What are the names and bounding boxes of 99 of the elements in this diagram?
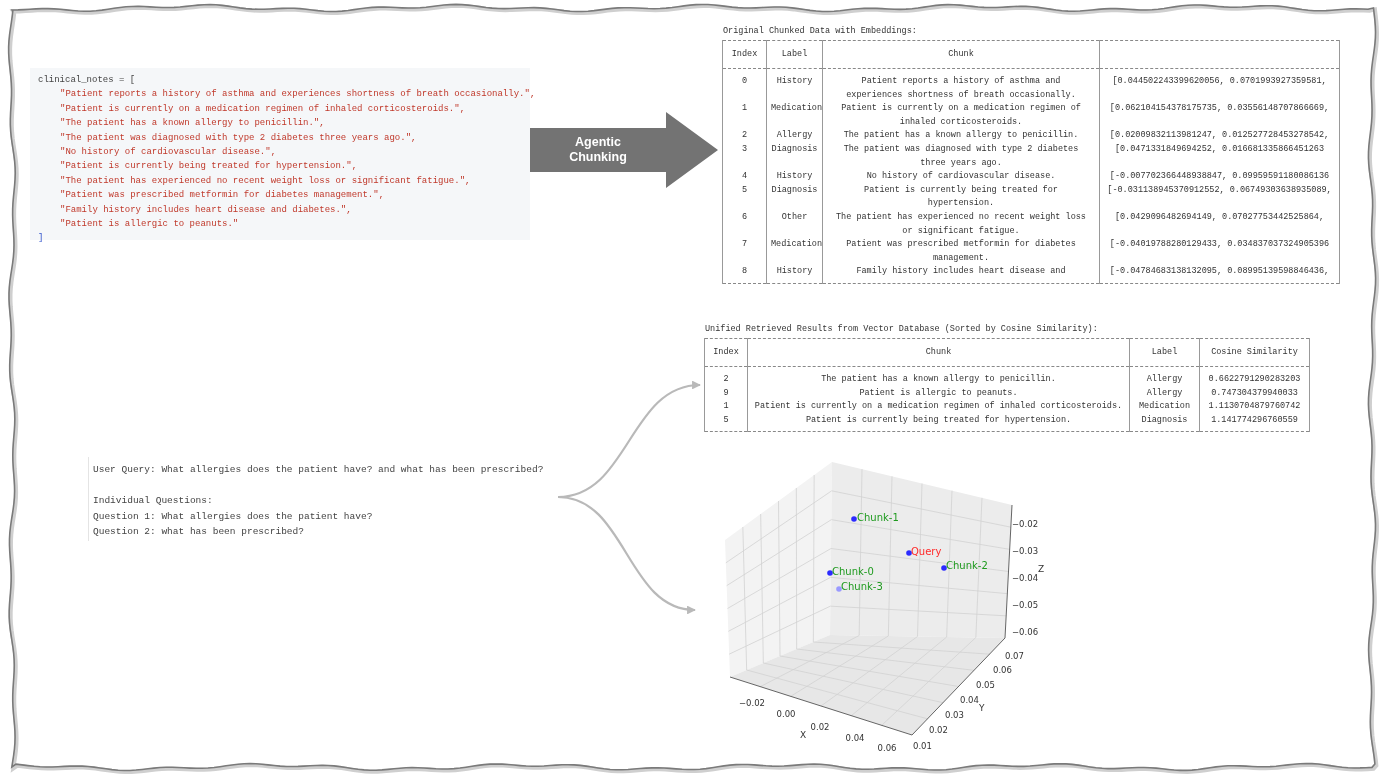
embedding-cell: [0.044502243399620056, 0.0701993927359581, <box>1099 68 1340 103</box>
tick-label: 0.03 <box>945 710 964 720</box>
code-line: ] <box>38 232 44 246</box>
label-cell: Diagnosis <box>1129 413 1200 432</box>
point-label: Query <box>911 545 942 557</box>
header-cell: Cosine Similarity <box>1199 338 1310 367</box>
embedding-cell: [0.0471331849694252, 0.016681335866451263 <box>1099 142 1340 171</box>
label-cell: History <box>766 265 823 284</box>
label-cell: Medication <box>766 102 823 130</box>
embedding-cell: [0.062104154378175735, 0.03556148707866669, <box>1099 102 1340 130</box>
arrow <box>557 495 696 614</box>
embedding-cell: [0.0429096482694149, 0.07027753442525864, <box>1099 210 1340 239</box>
embedding-cell: [-0.04784683138132095, 0.08995139598846436, <box>1099 265 1340 284</box>
label-cell: Diagnosis <box>766 142 823 171</box>
chunk-cell: The patient was diagnosed with type 2 diabetes three years ago. <box>822 142 1100 171</box>
index-cell: 6 <box>722 210 767 239</box>
label-cell: Allergy <box>1129 366 1200 387</box>
header-cell: Chunk <box>747 338 1130 367</box>
index-cell: 5 <box>704 413 748 432</box>
chunk-cell: Patient is currently on a medication regimen of inhaled corticosteroids. <box>822 102 1100 130</box>
code-line: "Patient is allergic to peanuts." <box>59 218 239 232</box>
tick-label: 0.00 <box>776 709 796 719</box>
code-line: "Patient was prescribed metformin for diabetes management.", <box>59 189 385 203</box>
chunk-cell: Patient is allergic to peanuts. <box>747 386 1130 401</box>
label-cell: Allergy <box>1129 386 1200 401</box>
block-arrow <box>530 112 718 188</box>
chunk-cell: Patient is currently on a medication regimen of inhaled corticosteroids. <box>747 400 1130 414</box>
query-text: User Query: What allergies does the patient have? and what has been prescribed? <box>93 463 544 477</box>
tick-label: 0.02 <box>810 722 830 732</box>
tick-label: 0.06 <box>877 743 897 753</box>
section-heading: Individual Questions: <box>93 494 213 508</box>
header-cell: Label <box>1129 338 1200 367</box>
label-cell: History <box>766 170 823 184</box>
code-line: "Patient is currently on a medication regimen of inhaled corticosteroids.", <box>59 102 466 116</box>
label-cell: Medication <box>766 238 823 266</box>
code-line: "The patient has a known allergy to penicillin.", <box>59 117 325 131</box>
code-line: "Family history includes heart disease and diabetes.", <box>59 203 352 217</box>
header-cell: Label <box>766 40 823 69</box>
code-line: "Patient is currently being treated for hypertension.", <box>59 160 358 174</box>
point-label: Chunk-3 <box>841 580 883 592</box>
tick-label: 0.04 <box>960 695 979 705</box>
index-cell: 1 <box>704 400 748 414</box>
tick-label: 0.05 <box>976 680 995 690</box>
axis-label: X <box>799 730 807 740</box>
tick-label: 0.02 <box>929 725 948 735</box>
embedding-cell: [-0.04019788280129433, 0.034837037324905396 <box>1099 238 1340 266</box>
question-line: Question 1: What allergies does the patient have? <box>93 509 373 524</box>
chunk-cell: Patient is currently being treated for hypertension. <box>822 183 1100 211</box>
index-cell: 1 <box>722 102 767 130</box>
embedding-cell: [0.02009832113981247, 0.012527728453278542, <box>1099 129 1340 143</box>
chunk-cell: Family history includes heart disease and <box>822 265 1100 284</box>
index-cell: 2 <box>722 129 767 143</box>
code-line: "The patient was diagnosed with type 2 diabetes three years ago.", <box>59 131 417 145</box>
label-cell: Allergy <box>766 129 823 143</box>
similarity-cell: 0.747304379940033 <box>1199 386 1310 401</box>
header-cell: Index <box>722 40 767 69</box>
index-cell: 8 <box>722 265 767 284</box>
axis-label: Z <box>1038 564 1045 574</box>
label-cell: Medication <box>1129 400 1200 414</box>
tick-label: 0.04 <box>845 733 865 743</box>
code-line: "Patient reports a history of asthma and experiences shortness of breath occasionally.", <box>59 88 536 102</box>
code-line: "No history of cardiovascular disease.", <box>59 146 277 160</box>
question-line: Question 2: what has been prescribed? <box>93 525 304 539</box>
index-cell: 7 <box>722 238 767 266</box>
chunk-cell: No history of cardiovascular disease. <box>822 170 1100 184</box>
embedding-cell: [-0.007702366448938847, 0.09959591180086136 <box>1099 170 1340 184</box>
point-label: Chunk-2 <box>946 559 988 571</box>
chunk-cell: The patient has experienced no recent weight loss or significant fatigue. <box>822 210 1100 239</box>
label-cell: Diagnosis <box>766 183 823 211</box>
code-line: "The patient has experienced no recent weight loss or significant fatigue.", <box>59 174 471 188</box>
index-cell: 4 <box>722 170 767 184</box>
index-cell: 5 <box>722 183 767 211</box>
chunk-cell: Patient is currently being treated for hypertension. <box>747 413 1130 432</box>
header-cell: Index <box>704 338 748 367</box>
index-cell: 2 <box>704 366 748 387</box>
tick-label: −0.02 <box>738 698 766 708</box>
table-title: Unified Retrieved Results from Vector Database (Sorted by Cosine Similarity): <box>705 324 1098 334</box>
label-cell: Other <box>766 210 823 239</box>
axis-label: Y <box>979 703 985 713</box>
embedding-cell: [-0.031138945370912552, 0.06749303638935089, <box>1099 183 1340 211</box>
header-cell: Chunk <box>822 40 1100 69</box>
similarity-cell: 1.1130704879760742 <box>1199 400 1310 414</box>
index-cell: 3 <box>722 142 767 171</box>
code-line: clinical_notes = [ <box>38 74 136 87</box>
chunk-cell: Patient was prescribed metformin for diabetes management. <box>822 238 1100 266</box>
chunk-cell: The patient has a known allergy to penicillin. <box>747 366 1130 387</box>
index-cell: 9 <box>704 386 748 401</box>
tick-label: 0.06 <box>993 665 1012 675</box>
tick-label: 0.07 <box>1005 651 1024 661</box>
table-title: Original Chunked Data with Embeddings: <box>723 26 917 36</box>
similarity-cell: 0.6622791290283203 <box>1199 366 1310 387</box>
chunk-cell: Patient reports a history of asthma and experiences shortness of breath occasionally. <box>822 68 1100 103</box>
point-label: Chunk-0 <box>832 565 874 577</box>
point-label: Chunk-1 <box>857 511 899 523</box>
index-cell: 0 <box>722 68 767 103</box>
chunk-cell: The patient has a known allergy to penicillin. <box>822 129 1100 143</box>
label-cell: History <box>766 68 823 103</box>
edge-label: Agentic Chunking <box>568 135 628 165</box>
similarity-cell: 1.141774296760559 <box>1199 413 1310 432</box>
